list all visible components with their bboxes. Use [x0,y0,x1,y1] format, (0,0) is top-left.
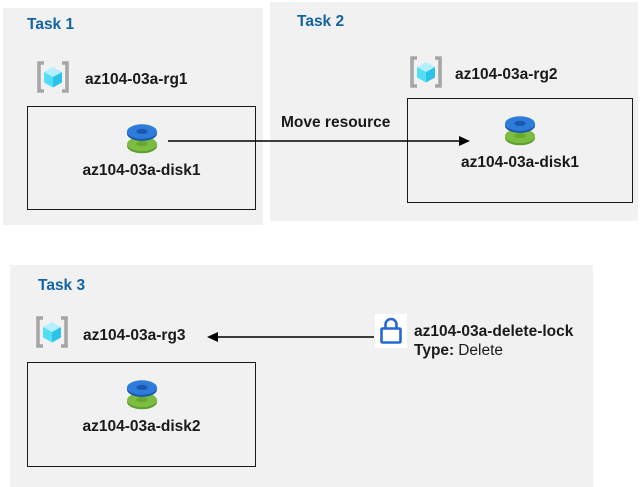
lock-type-value: Delete [458,342,504,359]
lock-name-label: az104-03a-delete-lock [414,323,574,340]
task1-panel: Task 1 az104-03a-rg1 az104-03a-disk1 [3,8,263,225]
resource-group-label: az104-03a-rg3 [83,327,186,344]
resource-group-icon [37,61,69,93]
task2-panel: Task 2 az104-03a-rg2 az104-03a-disk1 [270,2,638,221]
lock-type-label: Type: [414,342,455,359]
resource-group-label: az104-03a-rg2 [455,66,558,83]
lock-annotation: az104-03a-delete-lock Type:Delete [414,323,573,361]
lock-badge [375,314,407,348]
disk-icon [505,116,535,146]
lock-type-line: Type:Delete [414,342,503,359]
disk-label: az104-03a-disk2 [82,418,201,435]
resource-group-label: az104-03a-rg1 [85,71,188,88]
disk-label: az104-03a-disk1 [82,162,201,179]
disk-icon [126,124,157,154]
task1-title: Task 1 [27,16,75,33]
resource-box: az104-03a-disk1 [27,106,256,210]
lock-icon [380,317,402,344]
move-resource-label: Move resource [281,114,391,131]
task3-panel: Task 3 az104-03a-rg3 az104-03a-disk2 az1… [10,265,593,487]
task2-title: Task 2 [297,13,345,30]
task3-title: Task 3 [38,277,86,294]
resource-group-icon [410,56,442,88]
resource-box: az104-03a-disk2 [27,362,256,467]
resource-group-icon [36,316,68,348]
resource-box: az104-03a-disk1 [407,98,633,203]
disk-icon [126,380,157,410]
disk-label: az104-03a-disk1 [460,154,580,171]
